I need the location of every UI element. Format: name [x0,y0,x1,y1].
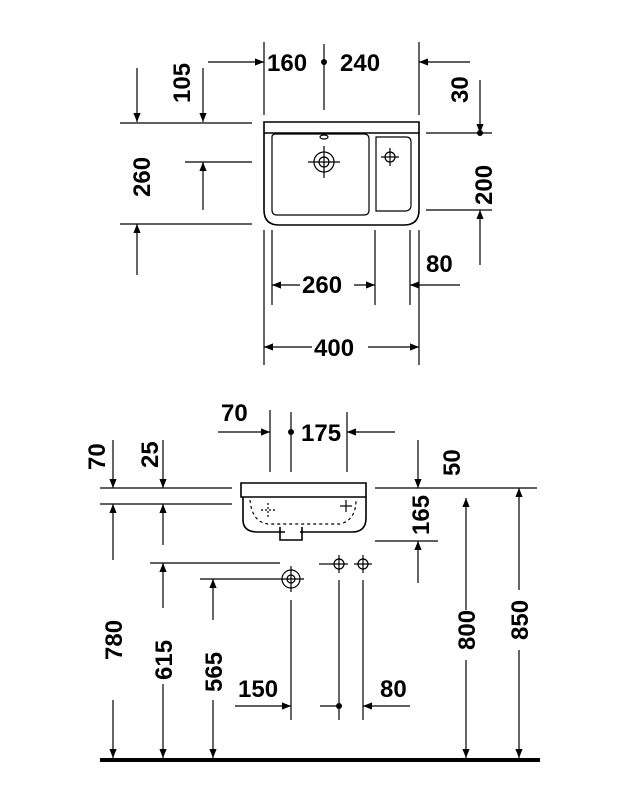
dim-260-height: 260 [129,157,156,197]
dim-780: 780 [101,620,128,660]
basin-side-outline [240,482,367,541]
dim-615: 615 [151,640,178,680]
dim-70-horizontal: 70 [221,400,248,427]
dim-565: 565 [201,652,228,692]
dim-105: 105 [169,63,196,103]
dim-80-plan: 80 [426,251,453,278]
dim-80-bottom: 80 [380,676,407,703]
dim-150: 150 [238,676,278,703]
plan-view: 160 240 105 260 30 200 80 260 400 [120,42,498,365]
dim-400: 400 [314,335,354,362]
supply-valve-symbol-right [354,555,372,573]
dim-850: 850 [507,600,534,640]
supply-valve-symbol-left [330,555,348,573]
dim-175: 175 [301,420,341,447]
dim-30: 30 [447,76,474,103]
dim-260-bowl: 260 [302,272,342,299]
dim-200: 200 [471,165,498,205]
side-view: 70 175 70 25 50 165 780 615 565 800 [84,400,540,762]
dim-25: 25 [137,441,164,468]
basin-top-outline [263,121,420,226]
waste-outlet-symbol [278,566,304,592]
dim-50: 50 [439,449,466,476]
dim-160: 160 [267,50,307,77]
dim-165: 165 [408,495,435,535]
dim-240: 240 [340,50,380,77]
dim-800: 800 [454,610,481,650]
dim-70-vertical: 70 [84,443,111,470]
